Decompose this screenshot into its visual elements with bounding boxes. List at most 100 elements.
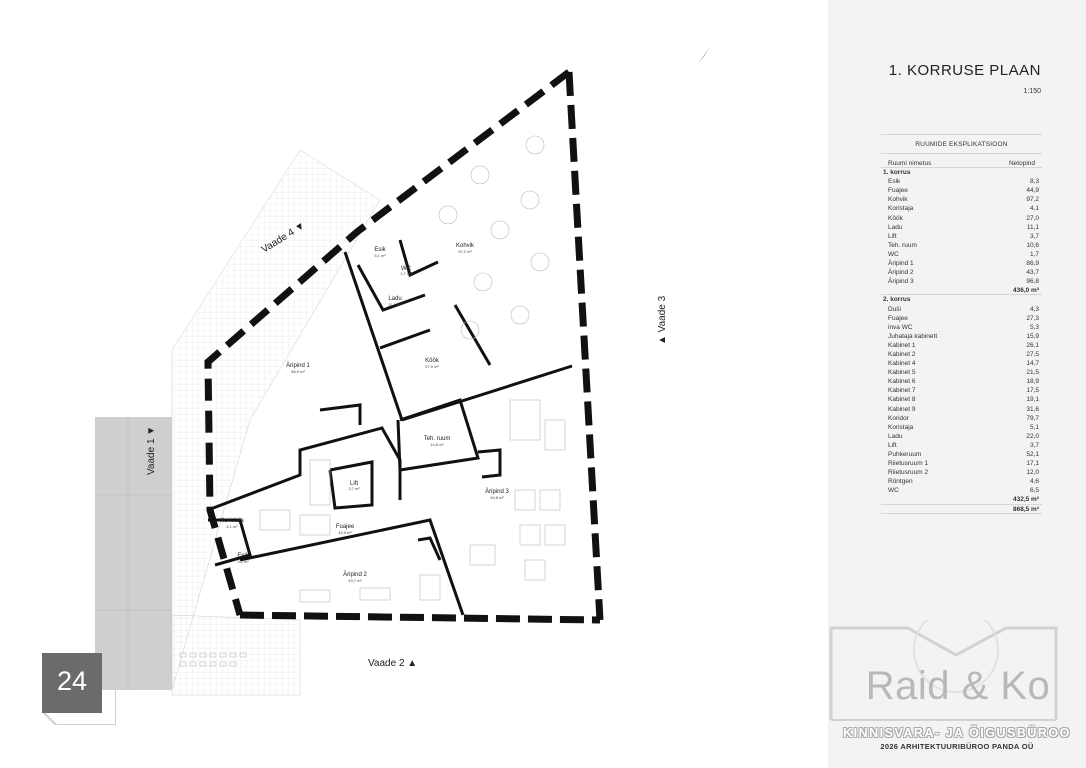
room-aripind1-name: Äripind 1 (286, 362, 310, 369)
schedule-room-name: Äripind 3 (888, 278, 914, 286)
terrace-left (95, 417, 172, 690)
room-lift-name: Lift (350, 481, 358, 487)
schedule-room-name: Kabinet 6 (888, 378, 916, 386)
floor-1-total: 436,0 m² (881, 286, 1042, 296)
schedule-room-area: 15,9 (1026, 332, 1039, 340)
schedule-room-name: Äripind 2 (888, 269, 914, 277)
schedule-room-name: Kabinet 8 (888, 396, 916, 404)
schedule-row: Ladu 22,0 (881, 432, 1042, 441)
plan-scale: 1:150 (1023, 88, 1041, 95)
copyright: 2026 ARHITEKTUURIBÜROO PANDA OÜ (880, 742, 1034, 751)
room-kook-name: Köök (425, 358, 440, 364)
furniture (259, 135, 566, 603)
schedule-row: Kabinet 9 31,6 (881, 405, 1042, 414)
room-ladu-area: 11,1 m² (388, 302, 402, 307)
plan-title: 1. KORRUSE PLAAN (888, 62, 1041, 79)
schedule-room-name: Puhkeruum (888, 451, 922, 458)
schedule-room-area: 27,5 (1026, 350, 1039, 358)
room-kook-area: 27,0 m² (425, 364, 439, 369)
schedule-room-name: Lift (888, 232, 897, 240)
room-koristaja-name: Koristaja (220, 518, 244, 524)
schedule-room-name: Kabinet 1 (888, 341, 916, 349)
schedule-room-area: 97,2 (1026, 196, 1039, 204)
room-labels: Kohvik 97,2 m² Esik 5,1 m² WC 1,7 m² Lad… (220, 243, 509, 583)
schedule-room-area: 3,7 (1029, 232, 1039, 240)
schedule-room-area: 17,1 (1026, 460, 1039, 468)
room-aripind3-area: 94,8 m² (490, 495, 504, 500)
schedule-room-area: 5,3 (1029, 323, 1039, 331)
schedule-row: inva WC 5,3 (881, 323, 1042, 332)
schedule-room-area: 22,0 (1026, 432, 1039, 440)
view-2-label: Vaade 2 ▲ (368, 658, 417, 669)
schedule-room-name: Kohvik (888, 196, 908, 204)
schedule-room-name: Kabinet 9 (888, 405, 916, 413)
schedule-row: Röntgen 4,6 (881, 477, 1042, 486)
room-fuajee-area: 44,9 m² (338, 530, 352, 535)
room-aripind2-name: Äripind 2 (343, 571, 367, 578)
schedule-row: WC 1,7 (881, 250, 1042, 259)
side-panel: 1. KORRUSE PLAAN 1:150 RUUMIDE EKSPLIKAT… (828, 0, 1086, 768)
floor-plan-drawing: Kohvik 97,2 m² Esik 5,1 m² WC 1,7 m² Lad… (95, 47, 710, 696)
schedule-room-name: Riietusruum 1 (888, 460, 929, 468)
schedule-row: Lift 3,7 (881, 232, 1042, 241)
exterior-walls (204, 69, 604, 624)
schedule-room-name: Fuajee (888, 187, 908, 195)
schedule-room-area: 44,9 (1026, 187, 1039, 195)
room-wc-name: WC (401, 266, 412, 272)
schedule-room-name: Röntgen (888, 478, 913, 486)
schedule-room-name: Riietusruum 2 (888, 469, 929, 477)
schedule-room-area: 1,7 (1029, 250, 1039, 258)
schedule-room-name: inva WC (888, 323, 913, 331)
schedule-row: Riietusruum 1 17,1 (881, 459, 1042, 468)
room-esik-top-name: Esik (374, 247, 386, 253)
schedule-room-name: Koristaja (888, 423, 914, 431)
room-kohvik-area: 97,2 m² (458, 249, 472, 254)
schedule-room-name: WC (888, 250, 899, 258)
schedule-row: Fuajee 44,9 (881, 186, 1042, 195)
schedule-room-area: 14,7 (1026, 360, 1039, 368)
floor-plan-area: Kohvik 97,2 m² Esik 5,1 m² WC 1,7 m² Lad… (42, 47, 710, 725)
logo-frame-icon (829, 620, 1058, 721)
schedule-room-area: 10,6 (1026, 241, 1039, 249)
schedule-room-name: Koristaja (888, 205, 914, 213)
company-logo (828, 620, 1086, 768)
col-room-name: Ruumi nimetus (888, 160, 932, 167)
room-schedule-table: RUUMIDE EKSPLIKATSIOON Ruumi nimetus Net… (881, 134, 1042, 514)
schedule-room-area: 3,7 (1029, 441, 1039, 449)
schedule-row: Köök 27,0 (881, 214, 1042, 223)
interior-walls (207, 239, 573, 616)
room-koristaja-area: 4,1 m² (226, 524, 238, 529)
view-1-label: Vaade 1 ▼ (146, 426, 157, 475)
room-tehruum-name: Teh. ruum (424, 436, 451, 442)
schedule-room-area: 79,7 (1026, 414, 1039, 422)
room-fuajee-name: Fuajee (336, 524, 355, 530)
schedule-room-name: Köök (888, 214, 903, 222)
north-arrow-icon (698, 47, 710, 64)
schedule-room-area: 96,8 (1026, 278, 1039, 286)
schedule-room-area: 31,6 (1026, 405, 1039, 413)
schedule-room-area: 86,9 (1026, 260, 1039, 268)
sidewalk-left (171, 149, 381, 691)
schedule-room-area: 27,0 (1026, 214, 1039, 222)
schedule-room-area: 4,6 (1029, 478, 1039, 486)
schedule-room-name: Ladu (888, 432, 903, 440)
schedule-room-area: 17,5 (1026, 387, 1039, 395)
grand-total: 868,5 m² (881, 505, 1042, 514)
schedule-row: Kohvik 97,2 (881, 195, 1042, 204)
schedule-room-area: 4,3 (1029, 305, 1039, 313)
room-esik-top-area: 5,1 m² (374, 253, 386, 258)
schedule-room-name: Äripind 1 (888, 260, 914, 268)
